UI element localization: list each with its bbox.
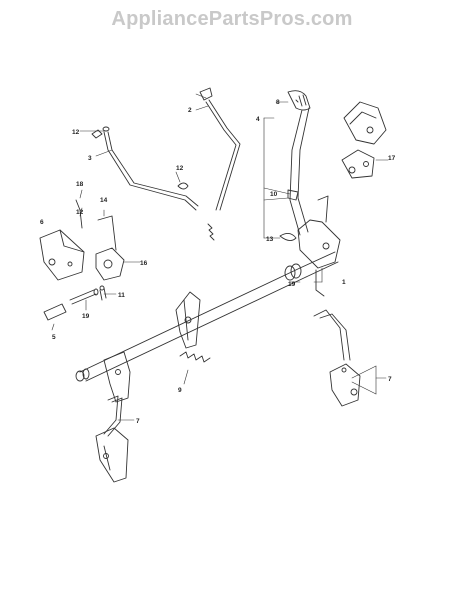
callout-19: 19 xyxy=(288,281,296,288)
spring-9 xyxy=(179,351,211,363)
callout-12: 12 xyxy=(76,209,84,216)
callout-8: 8 xyxy=(276,99,280,106)
callout-2: 2 xyxy=(188,107,192,114)
callout-11: 11 xyxy=(118,292,125,299)
callout-14: 14 xyxy=(100,197,108,204)
callout-10: 10 xyxy=(270,191,278,198)
clip-12-mid xyxy=(177,182,189,190)
lever-block-16 xyxy=(95,215,125,281)
small-spring-right xyxy=(207,223,215,241)
callout-16: 16 xyxy=(140,260,148,267)
callout-1: 1 xyxy=(342,279,346,286)
clip-12-top xyxy=(91,129,103,139)
callouts: 12 3 2 12 4 8 10 13 17 1 19 18 12 14 6 1… xyxy=(40,99,396,425)
rod-3 xyxy=(102,126,199,211)
pin-5 xyxy=(43,303,67,321)
left-linkage-7 xyxy=(95,395,129,483)
callout-12: 12 xyxy=(72,129,80,136)
callout-3: 3 xyxy=(88,155,92,162)
lower-left-plate xyxy=(103,351,131,403)
callout-4: 4 xyxy=(256,116,260,123)
callout-13: 13 xyxy=(266,236,274,243)
callout-7: 7 xyxy=(136,418,140,425)
pin-19 xyxy=(69,288,99,305)
callout-9: 9 xyxy=(178,387,182,394)
rod-2 xyxy=(199,87,241,211)
lever-handle xyxy=(287,90,341,297)
main-shaft xyxy=(75,251,339,382)
left-bracket-6 xyxy=(39,199,85,281)
callout-17: 17 xyxy=(388,155,396,162)
watermark-text: AppliancePartsPros.com xyxy=(111,8,353,30)
callout-19: 19 xyxy=(82,313,90,320)
center-arm xyxy=(175,291,201,349)
clip-13 xyxy=(279,233,297,241)
callout-6: 6 xyxy=(40,219,44,226)
callout-5: 5 xyxy=(52,334,56,341)
callout-12: 12 xyxy=(176,165,184,172)
right-linkage-7 xyxy=(313,309,361,407)
callout-7: 7 xyxy=(388,376,392,383)
bracket-17 xyxy=(341,101,387,179)
pin-11 xyxy=(99,285,107,301)
callout-18: 18 xyxy=(76,181,84,188)
leader-lines xyxy=(51,93,389,421)
